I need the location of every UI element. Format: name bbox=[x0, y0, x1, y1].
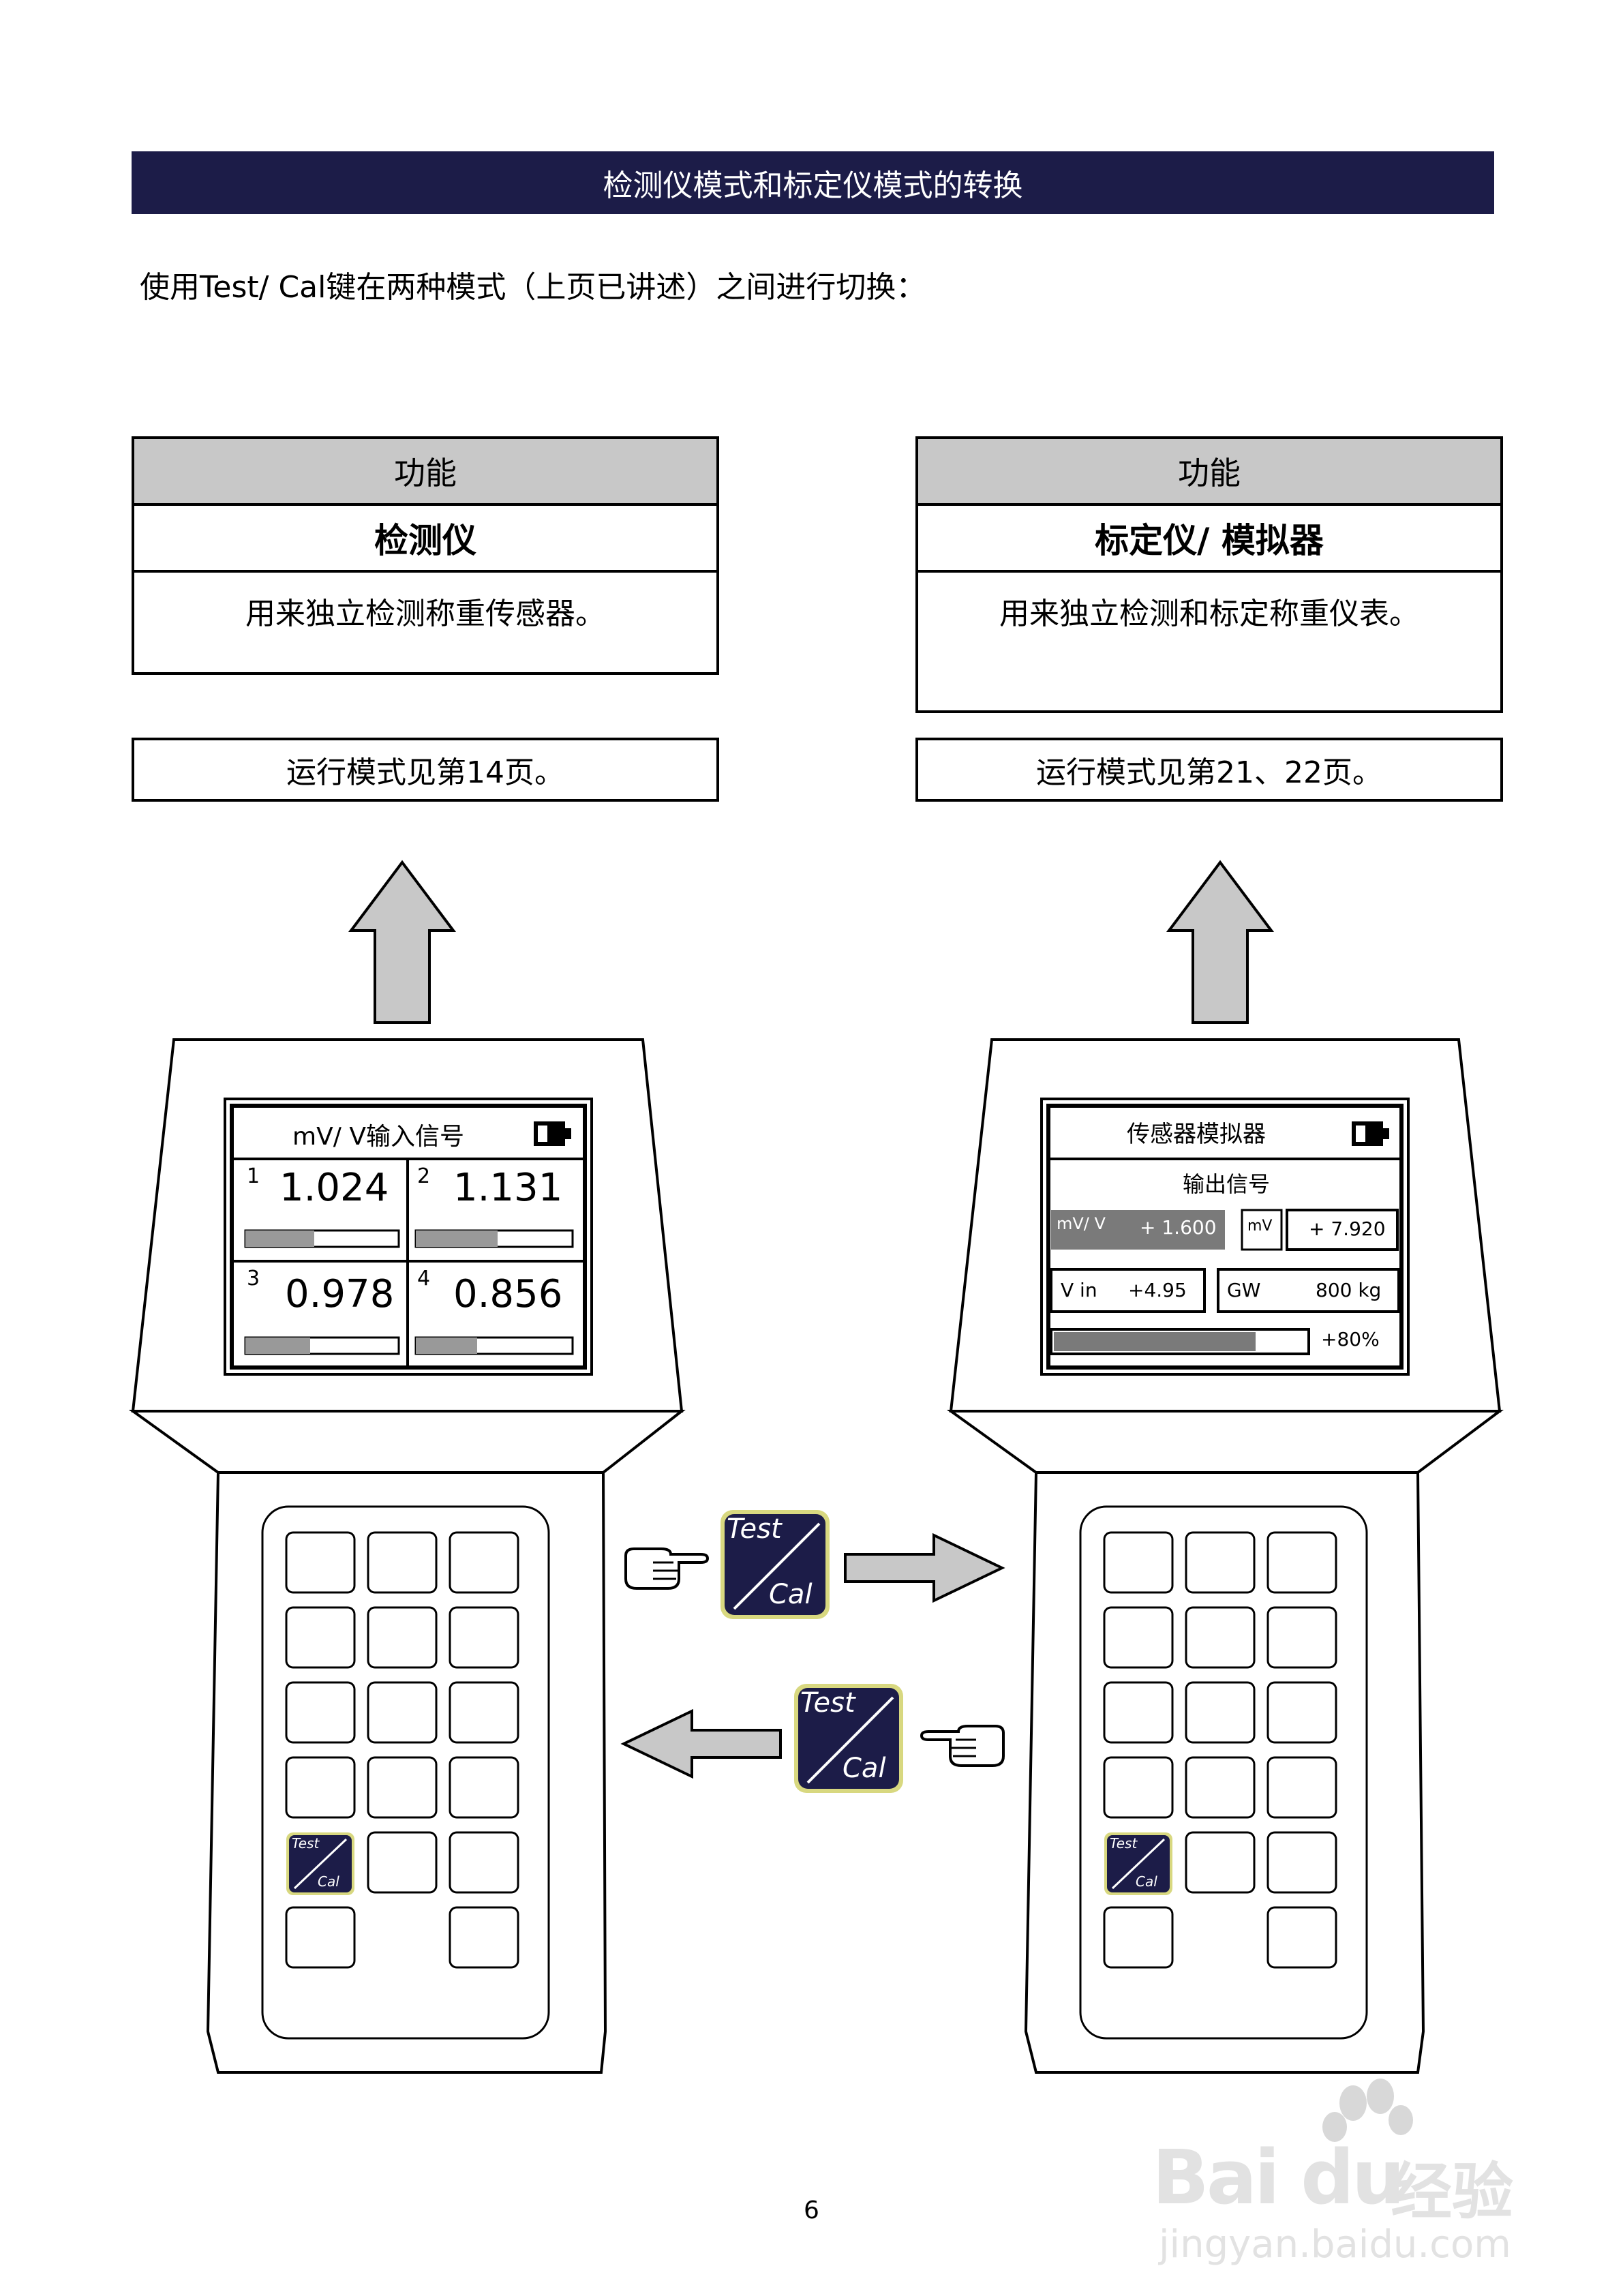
channel-2-value: 1.131 bbox=[453, 1166, 563, 1210]
key-top-label: Test bbox=[800, 1687, 855, 1719]
mv-label: mV bbox=[1247, 1218, 1273, 1235]
function-header: 功能 bbox=[918, 439, 1500, 506]
channel-1-level-bar bbox=[245, 1230, 314, 1247]
right-keypad bbox=[1103, 1531, 1337, 1969]
channel-4-number: 4 bbox=[417, 1267, 431, 1290]
up-arrow-right bbox=[1166, 860, 1274, 1024]
left-arrow bbox=[620, 1708, 782, 1779]
up-arrow-left bbox=[348, 860, 456, 1024]
output-signal-label: 输出信号 bbox=[1182, 1171, 1270, 1197]
tester-mode-reference: 运行模式见第14页。 bbox=[132, 738, 719, 802]
small-key-top-label: Test bbox=[1110, 1835, 1138, 1852]
vin-value: +4.95 bbox=[1128, 1279, 1187, 1301]
key-top-label: Test bbox=[727, 1513, 782, 1545]
watermark-url: jingyan.baidu.com bbox=[1159, 2222, 1511, 2267]
pointing-hand-icon bbox=[624, 1547, 710, 1590]
right-arrow bbox=[844, 1532, 1005, 1603]
channel-1-number: 1 bbox=[247, 1164, 260, 1188]
calibrator-mode-reference: 运行模式见第21、22页。 bbox=[915, 738, 1503, 802]
pointing-hand-icon bbox=[920, 1725, 1005, 1767]
progress-percent: +80% bbox=[1321, 1328, 1380, 1350]
mvv-value: + 1.600 bbox=[1140, 1216, 1217, 1239]
function-title: 检测仪 bbox=[134, 506, 716, 573]
baidu-watermark: Bai du 经验 jingyan.baidu.com bbox=[1152, 2059, 1547, 2267]
channel-2-number: 2 bbox=[417, 1164, 431, 1188]
gw-value: 800 kg bbox=[1316, 1279, 1382, 1301]
key-bottom-label: Cal bbox=[769, 1579, 813, 1610]
small-key-top-label: Test bbox=[292, 1835, 320, 1852]
calibrator-function-box: 功能 标定仪/ 模拟器 用来独立检测和标定称重仪表。 bbox=[915, 436, 1503, 713]
watermark-brand-cn: 经验 bbox=[1391, 2156, 1513, 2228]
function-description: 用来独立检测和标定称重仪表。 bbox=[999, 596, 1419, 631]
tester-screen-title: mV/ V输入信号 bbox=[292, 1123, 464, 1151]
channel-4-level-bar bbox=[416, 1338, 477, 1354]
small-key-bottom-label: Cal bbox=[318, 1873, 339, 1890]
function-header: 功能 bbox=[134, 439, 716, 506]
mv-value: + 7.920 bbox=[1309, 1218, 1386, 1240]
channel-3-value: 0.978 bbox=[285, 1272, 395, 1316]
calibrator-screen-title: 传感器模拟器 bbox=[1127, 1121, 1266, 1148]
tester-function-box: 功能 检测仪 用来独立检测称重传感器。 bbox=[132, 436, 719, 675]
mvv-label: mV/ V bbox=[1057, 1214, 1106, 1233]
function-title: 标定仪/ 模拟器 bbox=[918, 506, 1500, 573]
small-key-bottom-label: Cal bbox=[1136, 1873, 1157, 1890]
channel-3-number: 3 bbox=[247, 1267, 260, 1290]
gw-label: GW bbox=[1227, 1279, 1261, 1301]
channel-4-value: 0.856 bbox=[453, 1272, 563, 1316]
test-cal-key-icon bbox=[721, 1510, 830, 1619]
paw-logo-icon bbox=[1322, 2079, 1413, 2142]
test-cal-small-key-icon bbox=[286, 1832, 354, 1895]
intro-text: 使用Test/ Cal键在两种模式（上页已讲述）之间进行切换： bbox=[140, 270, 926, 305]
channel-2-level-bar bbox=[416, 1230, 498, 1247]
section-title-bar: 检测仪模式和标定仪模式的转换 bbox=[132, 151, 1494, 214]
output-progress-fill bbox=[1054, 1332, 1256, 1351]
test-cal-key-icon bbox=[794, 1684, 903, 1793]
key-bottom-label: Cal bbox=[843, 1753, 886, 1784]
section-title: 检测仪模式和标定仪模式的转换 bbox=[603, 168, 1023, 203]
function-description: 用来独立检测称重传感器。 bbox=[245, 596, 605, 631]
test-cal-small-key-icon bbox=[1104, 1832, 1172, 1895]
channel-1-value: 1.024 bbox=[279, 1166, 389, 1210]
left-keypad bbox=[285, 1531, 519, 1969]
page-number: 6 bbox=[804, 2196, 819, 2224]
vin-label: V in bbox=[1061, 1279, 1097, 1301]
watermark-brand: Bai du bbox=[1152, 2134, 1405, 2221]
channel-3-level-bar bbox=[245, 1338, 310, 1354]
